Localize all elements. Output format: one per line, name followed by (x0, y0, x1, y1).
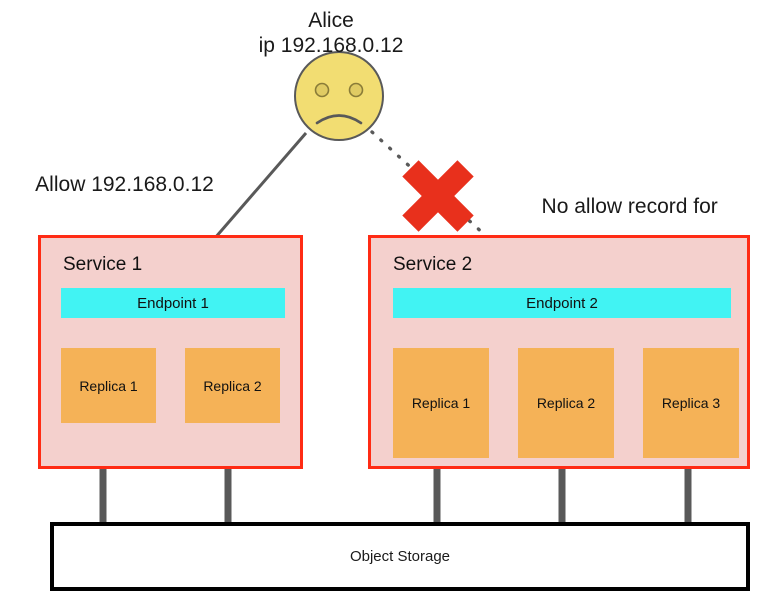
service-1-box[interactable]: Service 1 Endpoint 1 Replica 1 Replica 2 (38, 235, 303, 469)
service-1-replica-2[interactable]: Replica 2 (185, 348, 280, 423)
service-2-replica-3[interactable]: Replica 3 (643, 348, 739, 458)
service-2-replica-1[interactable]: Replica 1 (393, 348, 489, 458)
service-2-replica-2[interactable]: Replica 2 (518, 348, 614, 458)
actor-ip-label: ip 192.168.0.12 (258, 34, 404, 57)
endpoint-2-box[interactable]: Endpoint 2 (393, 288, 731, 318)
actor-name-label: Alice (308, 9, 354, 32)
service-2-box[interactable]: Service 2 Endpoint 2 Replica 1 Replica 2… (368, 235, 750, 469)
service-1-title: Service 1 (63, 254, 143, 275)
object-storage-box[interactable]: Object Storage (50, 522, 750, 591)
service-2-title: Service 2 (393, 254, 473, 275)
red-x-icon (402, 160, 474, 232)
sad-face-icon (294, 51, 384, 141)
endpoint-1-box[interactable]: Endpoint 1 (61, 288, 285, 318)
allow-policy-label: Allow 192.168.0.12 (35, 173, 214, 196)
service-1-replica-1[interactable]: Replica 1 (61, 348, 156, 423)
deny-policy-line-1: No allow record for (541, 194, 718, 218)
